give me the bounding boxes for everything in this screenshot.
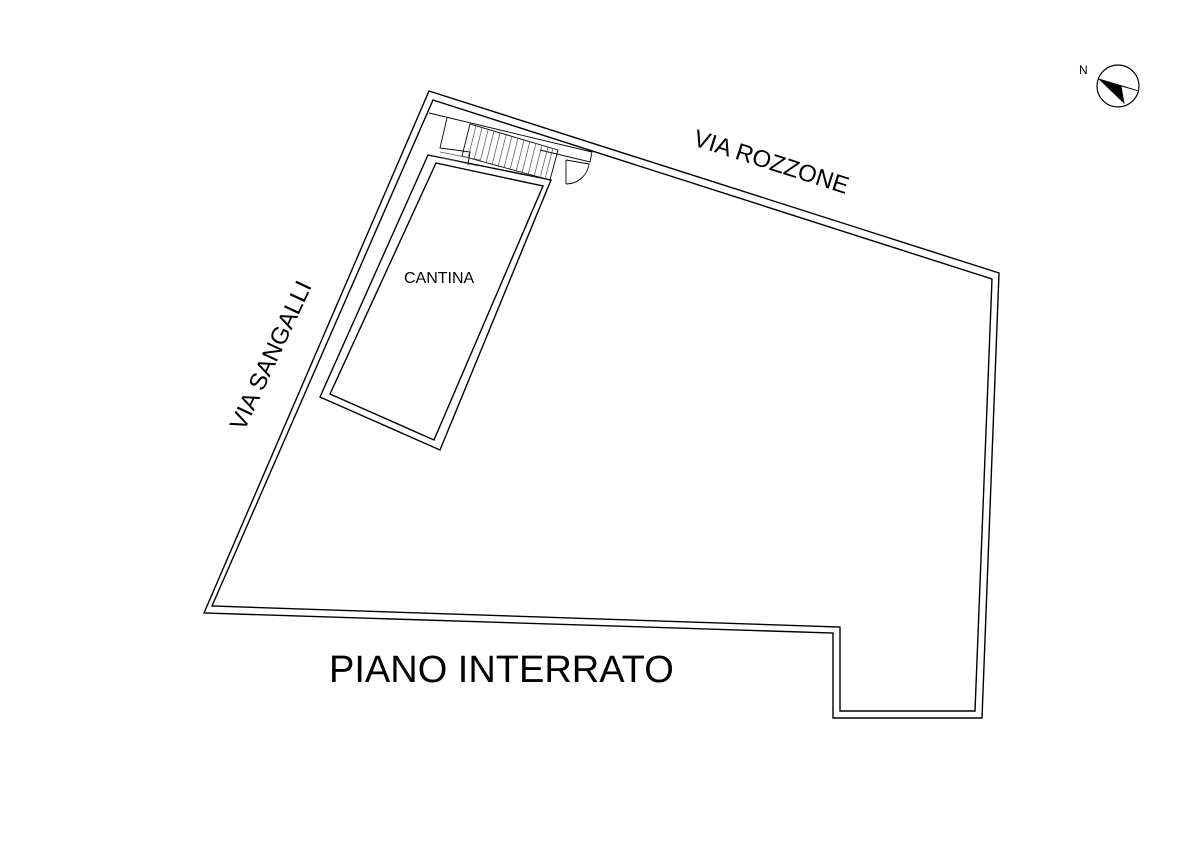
stair-wall-upper <box>428 112 593 163</box>
cantina-outer-wall <box>319 154 552 451</box>
building-outer-wall <box>202 90 1000 719</box>
staircase <box>428 112 593 185</box>
door-swing <box>565 159 590 185</box>
compass-north-letter: N <box>1079 63 1088 77</box>
cantina-inner-wall <box>329 162 544 441</box>
cantina-room <box>319 154 552 451</box>
street-label-west: VIA SANGALLI <box>225 277 318 435</box>
stair-flight <box>461 123 559 181</box>
plan-title: PIANO INTERRATO <box>329 649 674 691</box>
building-outline <box>202 90 1000 719</box>
compass-circle-icon <box>1096 64 1140 108</box>
north-compass: N <box>1079 63 1140 108</box>
stair-landing-lines <box>439 151 481 167</box>
compass-arrow-icon <box>1098 78 1140 105</box>
building-inner-wall <box>210 99 993 712</box>
street-label-north: VIA ROZZONE <box>690 125 852 200</box>
stair-wall-left <box>439 117 471 166</box>
stair-treads <box>467 125 554 180</box>
room-label-cantina: CANTINA <box>404 270 475 287</box>
